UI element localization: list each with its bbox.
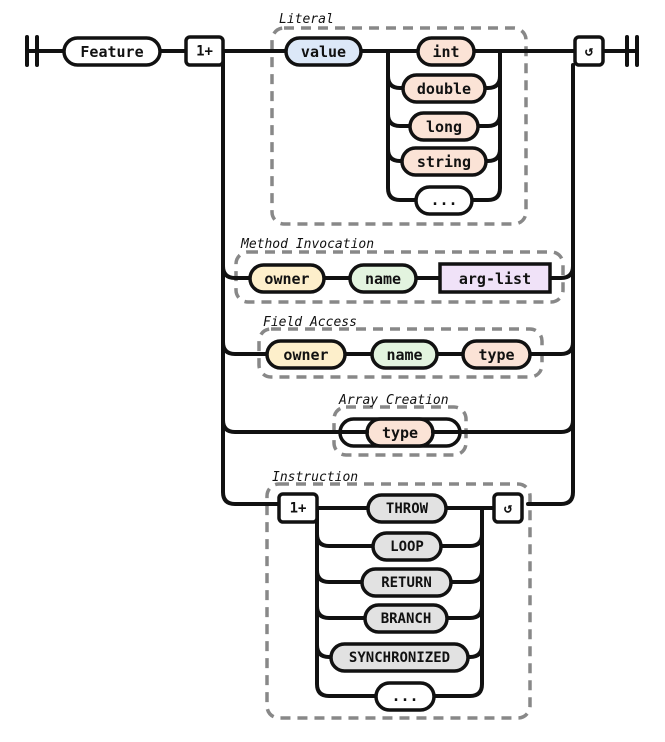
int-node-box: [416, 36, 476, 67]
field-type-node-label: type: [478, 346, 514, 364]
field-owner-node-box: [265, 339, 347, 370]
synchronized-node-label: SYNCHRONIZED: [349, 650, 450, 666]
long-node-label: long: [426, 118, 462, 136]
literal-more-node-box: [414, 185, 474, 216]
literal-more-node-label: ...: [430, 191, 457, 209]
field-owner-node-label: owner: [283, 346, 328, 364]
feature-node-label: Feature: [80, 43, 143, 61]
loop-back-icon: ↺: [585, 44, 594, 60]
array-type-node-label: type: [382, 424, 418, 442]
int-node-label: int: [432, 43, 459, 61]
branch-node-label: BRANCH: [381, 611, 432, 627]
value-node-box: [284, 36, 363, 67]
string-node-box: [400, 146, 488, 177]
instruction-group-box: [265, 482, 532, 720]
loop-node-label: LOOP: [390, 539, 424, 555]
literal-group-label: Literal: [279, 12, 334, 27]
loop-back-box: [573, 35, 605, 67]
return-node-box: [360, 567, 453, 598]
instruction-more-node-box: [374, 681, 436, 712]
throw-node-label: THROW: [386, 501, 429, 517]
instruction-loop-icon: ↺: [504, 501, 513, 517]
method-invocation-group-label: Method Invocation: [240, 237, 374, 252]
arg-list-node-box: [438, 262, 552, 294]
loop-node-box: [371, 531, 443, 562]
field-name-node-label: name: [386, 346, 422, 364]
method-name-node-box: [348, 263, 418, 294]
instruction-loop-box: [492, 492, 524, 524]
array-creation-group-label: Array Creation: [338, 393, 449, 408]
method-owner-node-label: owner: [264, 270, 309, 288]
instruction-group-label: Instruction: [272, 470, 358, 485]
method-name-node-label: name: [365, 270, 401, 288]
value-node-label: value: [301, 43, 346, 61]
long-node-box: [408, 111, 480, 142]
field-access-group-label: Field Access: [263, 315, 357, 330]
double-node-box: [401, 73, 487, 104]
throw-node-box: [366, 493, 448, 524]
literal-group-box: [270, 26, 528, 226]
repeat-one-or-more-label: 1+: [196, 44, 213, 60]
arg-list-node-label: arg-list: [459, 270, 531, 288]
string-node-label: string: [417, 153, 471, 171]
double-node-label: double: [417, 80, 471, 98]
track-lines: [25, 35, 639, 698]
branch-node-box: [363, 603, 449, 634]
method-owner-node-box: [248, 263, 326, 294]
return-node-label: RETURN: [381, 575, 432, 591]
feature-node-box: [62, 36, 162, 67]
instruction-repeat-box: [277, 492, 319, 524]
instruction-repeat-label: 1+: [290, 501, 307, 517]
repeat-one-or-more-box: [184, 35, 225, 67]
field-type-node-box: [461, 339, 532, 370]
instruction-more-node-label: ...: [391, 687, 418, 705]
synchronized-node-box: [329, 642, 470, 673]
field-name-node-box: [370, 339, 439, 370]
